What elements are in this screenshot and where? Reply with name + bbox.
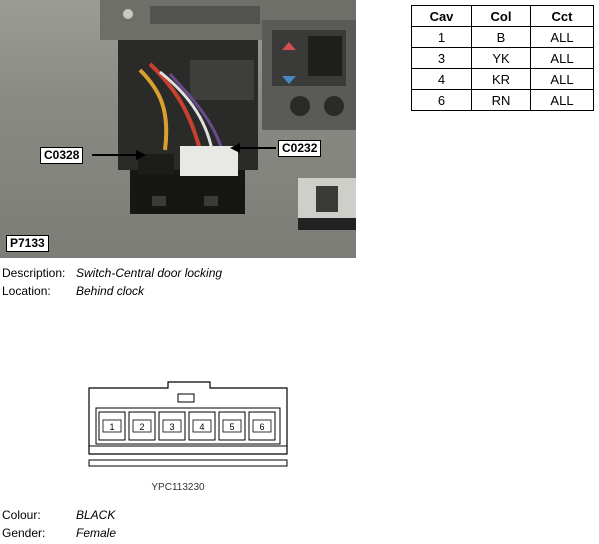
pin-3: 3 (158, 411, 186, 441)
colour-row: Colour: BLACK (2, 508, 115, 522)
header-cav: Cav (411, 5, 472, 27)
photo-reference-label: P7133 (6, 235, 49, 252)
pin-table: Cav Col Cct 1 B ALL 3 YK ALL 4 KR ALL 6 … (411, 5, 594, 111)
pin-label-2: 2 (139, 422, 144, 432)
header-col: Col (471, 5, 531, 27)
callout-c0232: C0232 (278, 140, 322, 157)
pin-label-5: 5 (229, 422, 234, 432)
location-label: Location: (2, 284, 51, 298)
latch (177, 393, 195, 403)
cell-cct: ALL (530, 68, 594, 90)
pin-label-6: 6 (259, 422, 264, 432)
colour-value: BLACK (76, 508, 116, 522)
cell-col: B (471, 26, 531, 48)
pin-2: 2 (128, 411, 156, 441)
cell-cct: ALL (530, 89, 594, 111)
table-row: 4 KR ALL (411, 68, 594, 90)
cell-col: YK (471, 47, 531, 69)
photo-illustration (92, 0, 356, 230)
pin-1: 1 (98, 411, 126, 441)
pin-label-1: 1 (109, 422, 114, 432)
cell-cav: 3 (411, 47, 472, 69)
gender-label: Gender: (2, 526, 46, 540)
gender-value: Female (76, 526, 117, 540)
part-number: YPC113230 (151, 482, 205, 493)
pin-label-4: 4 (199, 422, 204, 432)
pin-5: 5 (218, 411, 246, 441)
table-row: 6 RN ALL (411, 89, 594, 111)
table-row: 3 YK ALL (411, 47, 594, 69)
cell-cav: 4 (411, 68, 472, 90)
housing-base (88, 459, 288, 467)
pin-6: 6 (248, 411, 276, 441)
cell-cct: ALL (530, 26, 594, 48)
cell-col: KR (471, 68, 531, 90)
pin-label-3: 3 (169, 422, 174, 432)
callout-c0328: C0328 (40, 147, 84, 164)
cell-cct: ALL (530, 47, 594, 69)
cell-cav: 6 (411, 89, 472, 111)
connector-location-photo: C0328 C0232 P7133 (0, 0, 356, 258)
gender-row: Gender: Female (2, 526, 116, 540)
cell-cav: 1 (411, 26, 472, 48)
header-cct: Cct (530, 5, 594, 27)
description-label: Description: (2, 266, 66, 280)
description-row: Description: Switch-Central door locking (2, 266, 222, 280)
location-value: Behind clock (76, 284, 145, 298)
colour-label: Colour: (2, 508, 41, 522)
description-value: Switch-Central door locking (76, 266, 223, 280)
connector-face-diagram: 1 2 3 4 5 6 (88, 381, 288, 467)
table-row: 1 B ALL (411, 26, 594, 48)
pin-table-header-row: Cav Col Cct (411, 5, 594, 27)
cell-col: RN (471, 89, 531, 111)
location-row: Location: Behind clock (2, 284, 144, 298)
pin-4: 4 (188, 411, 216, 441)
